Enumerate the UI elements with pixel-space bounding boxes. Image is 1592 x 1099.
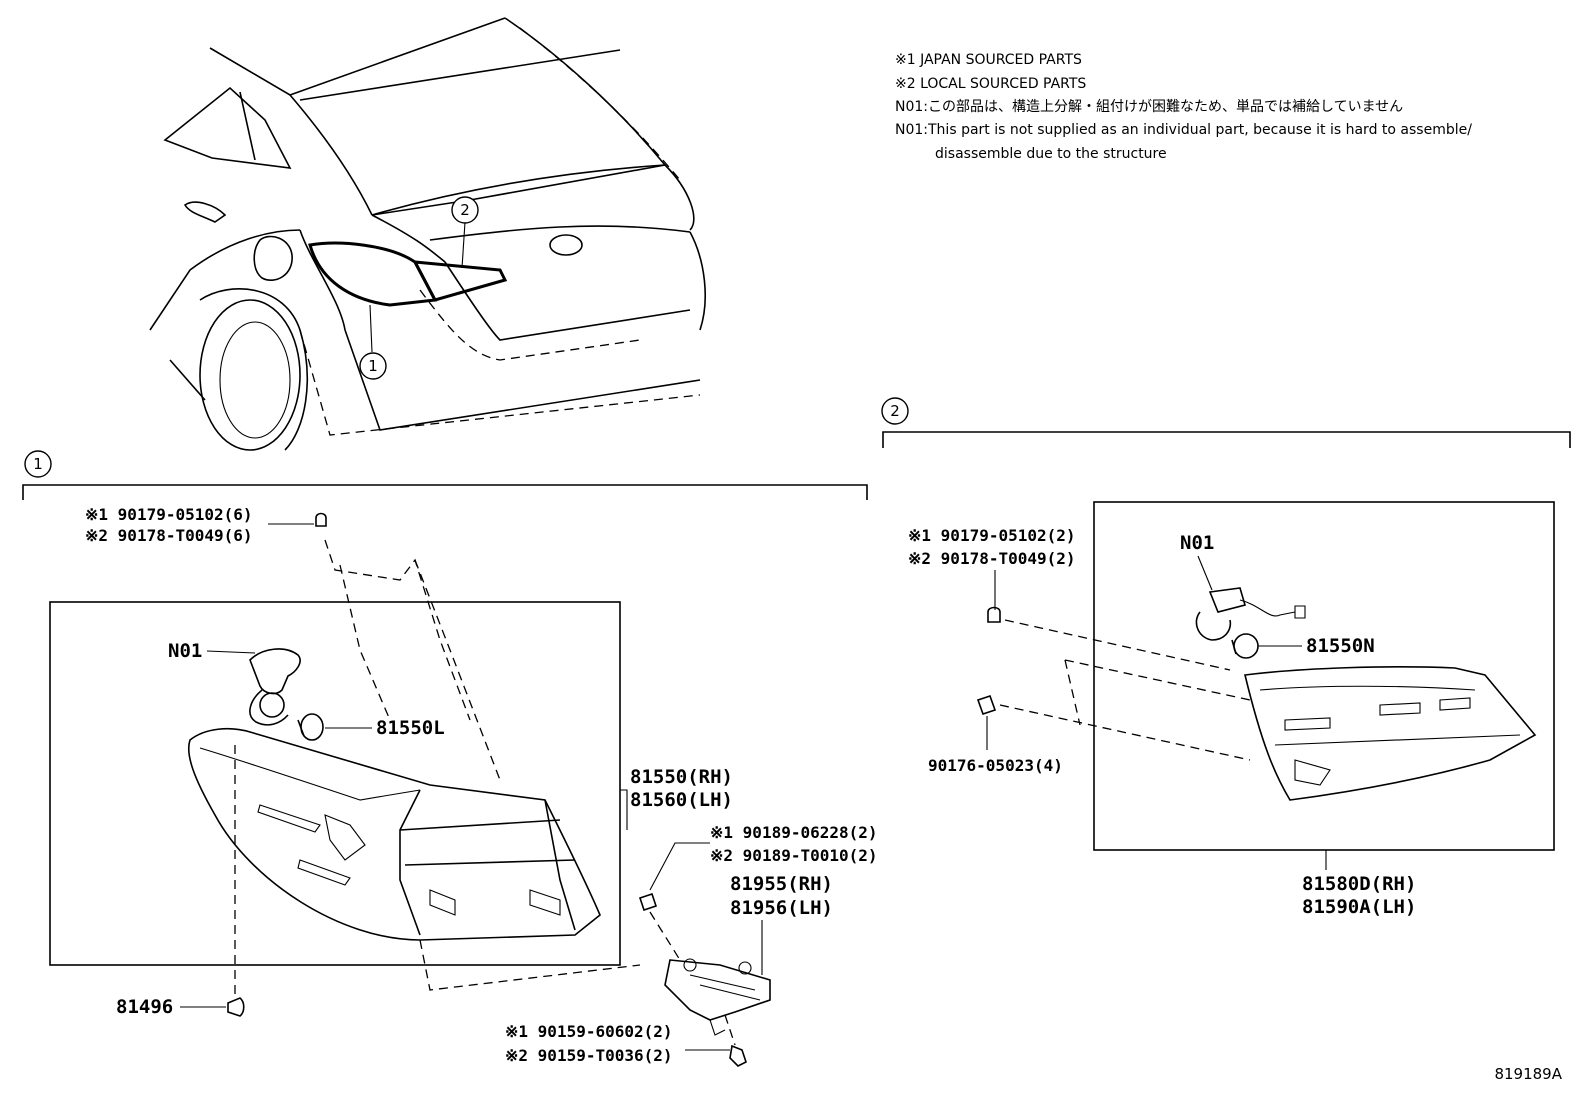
- tail-lamp-icon: [187, 727, 601, 941]
- svg-text:2: 2: [460, 201, 470, 219]
- label-nut-90176: 90176-05023(4): [928, 756, 1063, 775]
- section-1: 1 ※1 90179-05102(6) ※2 90178-T0049(6) N0…: [22, 450, 878, 1067]
- label-screw-c1: ※1 90159-60602(2): [505, 1022, 673, 1041]
- screw-icon-s2: [987, 606, 1001, 623]
- bracket-icon: [664, 958, 771, 1036]
- label-lamp-81560-lh: 81560(LH): [630, 789, 733, 811]
- inner-lamp-box: [1093, 501, 1555, 851]
- svg-text:1: 1: [33, 455, 43, 473]
- section-2-callout: [881, 397, 909, 425]
- label-bulb-81550n: 81550N: [1306, 635, 1375, 657]
- svg-text:1: 1: [368, 357, 378, 375]
- notes-block: ※1 JAPAN SOURCED PARTS ※2 LOCAL SOURCED …: [895, 52, 1472, 162]
- label-lamp-81580d-rh: 81580D(RH): [1302, 873, 1416, 895]
- bulb-icon: [297, 713, 324, 741]
- label-lamp-81550-rh: 81550(RH): [630, 766, 733, 788]
- section-2: 2 ※1 90179-05102(2) ※2 90178-T0049(2) N0…: [881, 397, 1571, 918]
- label-bulb-81550l: 81550L: [376, 717, 445, 739]
- note-n01-english: N01:This part is not supplied as an indi…: [895, 122, 1472, 138]
- screw-icon: [315, 512, 327, 527]
- label-n01: N01: [168, 640, 202, 662]
- nut-icon-s2: [976, 694, 997, 716]
- label-clip-81496: 81496: [116, 996, 173, 1018]
- label-screw-a1: ※1 90179-05102(6): [85, 505, 253, 524]
- label-screw-a2-s2: ※2 90178-T0049(2): [908, 549, 1076, 568]
- label-bracket-81955-rh: 81955(RH): [730, 873, 833, 895]
- note-n01-english-cont: disassemble due to the structure: [935, 146, 1167, 162]
- label-bracket-81956-lh: 81956(LH): [730, 897, 833, 919]
- inner-lamp-icon: [1244, 666, 1537, 801]
- label-nut-b2: ※2 90189-T0010(2): [710, 846, 878, 865]
- label-screw-c2: ※2 90159-T0036(2): [505, 1046, 673, 1065]
- callout-2-car: 2: [451, 196, 479, 224]
- section-1-callout: [24, 450, 52, 478]
- label-screw-a1-s2: ※1 90179-05102(2): [908, 526, 1076, 545]
- lamp-assembly-box: [49, 601, 621, 966]
- label-screw-a2: ※2 90178-T0049(6): [85, 526, 253, 545]
- note-japan-sourced: ※1 JAPAN SOURCED PARTS: [895, 52, 1082, 68]
- note-local-sourced: ※2 LOCAL SOURCED PARTS: [895, 76, 1086, 92]
- nut-icon: [638, 892, 658, 912]
- socket-n01-icon: [249, 648, 301, 726]
- bulb-icon-s2: [1231, 633, 1259, 659]
- note-n01-japanese: N01:この部品は、構造上分解・組付けが困難なため、単品では補給していません: [895, 99, 1403, 115]
- callout-1-car: 1: [359, 352, 387, 380]
- svg-text:2: 2: [890, 402, 900, 420]
- label-n01-s2: N01: [1180, 532, 1214, 554]
- figure-id: 819189A: [1494, 1065, 1562, 1083]
- socket-n01-icon-s2: [1195, 587, 1306, 641]
- car-illustration: [149, 17, 706, 451]
- label-lamp-81590a-lh: 81590A(LH): [1302, 896, 1416, 918]
- label-nut-b1: ※1 90189-06228(2): [710, 823, 878, 842]
- clip-icon: [227, 997, 245, 1017]
- bolt-icon: [729, 1044, 747, 1067]
